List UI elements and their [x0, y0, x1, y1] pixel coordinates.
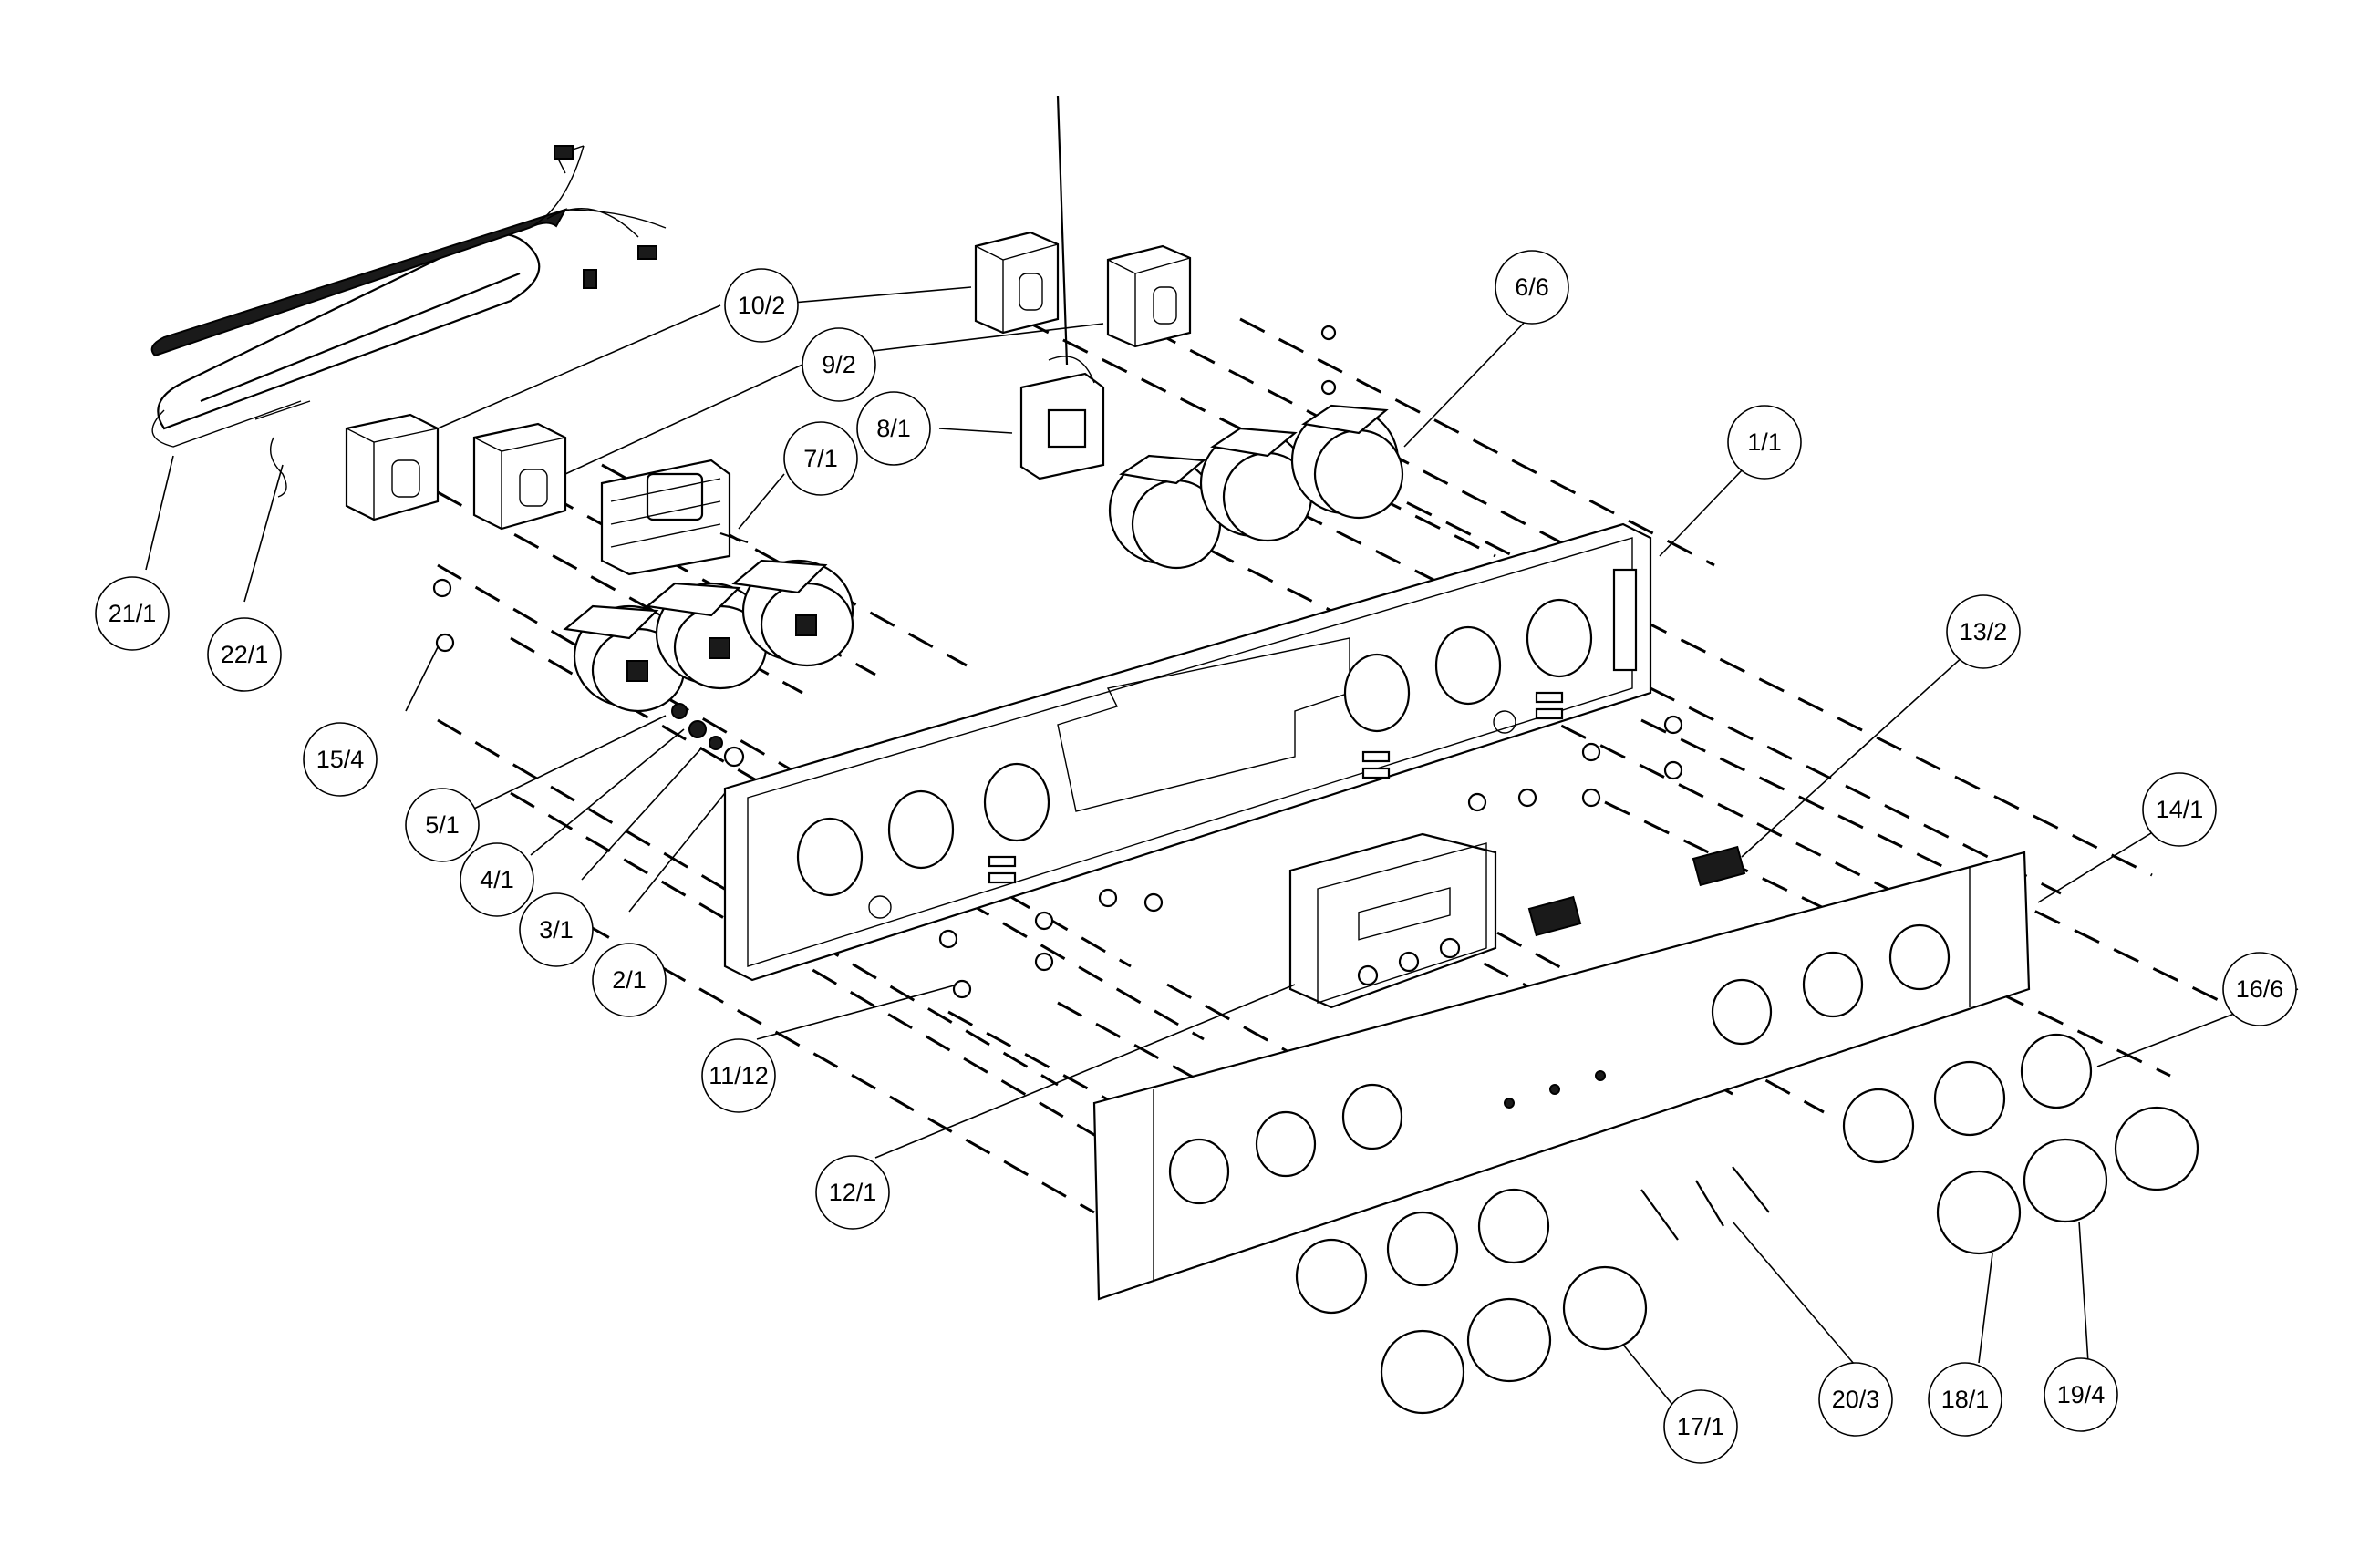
callout-bubble: [2222, 952, 2297, 1026]
callout-label: 22/1: [221, 641, 269, 668]
callout-label: 6/6: [1515, 273, 1549, 301]
switch-box-top-a: [974, 231, 1060, 335]
callout-17: 17/1: [1663, 1389, 1738, 1464]
callout-label: 14/1: [2156, 796, 2204, 823]
callout-bubble: [2142, 772, 2217, 847]
callout-bubble: [519, 892, 594, 967]
callout-bubble: [856, 391, 931, 466]
energy-regulator-right-3: [1290, 404, 1404, 520]
callout-22: 22/1: [207, 617, 282, 692]
callout-label: 12/1: [829, 1179, 877, 1206]
callout-label: 21/1: [109, 600, 157, 627]
energy-regulator-right-1: [1108, 454, 1222, 570]
callout-label: 20/3: [1832, 1386, 1880, 1413]
callout-bubble: [1495, 250, 1569, 325]
callout-1: 1/1: [1727, 405, 1802, 480]
switch-box-left-a: [345, 413, 440, 521]
callout-3: 3/1: [519, 892, 594, 967]
callout-20: 20/3: [1818, 1362, 1893, 1437]
callout-2: 2/1: [592, 943, 667, 1017]
callout-12: 12/1: [815, 1155, 890, 1230]
energy-regulator-right-2: [1199, 427, 1313, 542]
callout-label: 16/6: [2236, 975, 2284, 1003]
electronic-timer-part: [1288, 832, 1497, 1009]
energy-regulator-left-2: [645, 582, 768, 690]
callout-bubble: [783, 421, 858, 496]
callout-bubble: [95, 576, 170, 651]
panel-screws: [938, 715, 1683, 999]
callout-bubble: [802, 327, 876, 402]
callout-19: 19/4: [2044, 1357, 2118, 1432]
callout-bubble: [460, 842, 534, 917]
callout-18: 18/1: [1928, 1362, 2002, 1437]
front-fascia-panel: [1092, 851, 2031, 1301]
callout-bubble: [207, 617, 282, 692]
selector-switch-part: [600, 459, 749, 576]
small-fittings-left: [432, 578, 745, 768]
callout-labels: 1/1 2/1 3/1 4/1 5/1 6/6 7/1 8/1 9/2 10/2 11/12 12/1…: [95, 250, 2297, 1464]
callout-11: 11/12: [701, 1038, 776, 1113]
callout-bubble: [1946, 594, 2021, 669]
callout-bubble: [724, 268, 799, 343]
callout-14: 14/1: [2142, 772, 2217, 847]
callout-5: 5/1: [405, 788, 480, 862]
callout-label: 5/1: [425, 811, 460, 839]
wiring-harness-part: [150, 145, 667, 498]
callout-label: 4/1: [480, 866, 514, 893]
callout-bubble: [1928, 1362, 2002, 1437]
callout-label: 13/2: [1960, 618, 2008, 645]
rocker-switch-b: [1692, 845, 1746, 887]
callout-16: 16/6: [2222, 952, 2297, 1026]
energy-regulator-left-3: [731, 559, 854, 667]
callout-label: 18/1: [1941, 1386, 1990, 1413]
long-screws: [1640, 1166, 1770, 1241]
callout-bubble: [405, 788, 480, 862]
callout-bubble: [1727, 405, 1802, 480]
callout-label: 10/2: [738, 292, 786, 319]
callout-9: 9/2: [802, 327, 876, 402]
callout-4: 4/1: [460, 842, 534, 917]
callout-bubble: [701, 1038, 776, 1113]
callout-label: 8/1: [876, 415, 911, 442]
callout-label: 11/12: [709, 1062, 769, 1089]
callout-label: 19/4: [2057, 1381, 2106, 1408]
callout-label: 3/1: [539, 916, 574, 944]
callout-15: 15/4: [303, 722, 378, 797]
callout-13: 13/2: [1946, 594, 2021, 669]
callout-21: 21/1: [95, 576, 170, 651]
callout-label: 17/1: [1677, 1413, 1725, 1440]
callout-label: 9/2: [822, 351, 856, 378]
callout-bubble: [592, 943, 667, 1017]
callout-10: 10/2: [724, 268, 799, 343]
knob-group-left: [1295, 1188, 1648, 1415]
callout-8: 8/1: [856, 391, 931, 466]
callout-label: 15/4: [316, 746, 365, 773]
thermostat-capillary: [1056, 95, 1069, 366]
callout-bubble: [2044, 1357, 2118, 1432]
callout-bubble: [1818, 1362, 1893, 1437]
callout-label: 2/1: [612, 966, 647, 994]
control-panel-frame: [723, 522, 1652, 982]
callout-bubble: [303, 722, 378, 797]
callout-label: 1/1: [1747, 428, 1782, 456]
thermostat-part: [1019, 356, 1105, 480]
knob-group-right: [1842, 1033, 2199, 1255]
switch-box-left-b: [472, 422, 567, 531]
rocker-switch-a: [1527, 895, 1582, 937]
callout-bubble: [815, 1155, 890, 1230]
callout-label: 7/1: [803, 445, 838, 472]
callout-7: 7/1: [783, 421, 858, 496]
small-screws-top: [1320, 325, 1337, 396]
callout-6: 6/6: [1495, 250, 1569, 325]
switch-box-top-b: [1106, 244, 1192, 348]
callout-bubble: [1663, 1389, 1738, 1464]
